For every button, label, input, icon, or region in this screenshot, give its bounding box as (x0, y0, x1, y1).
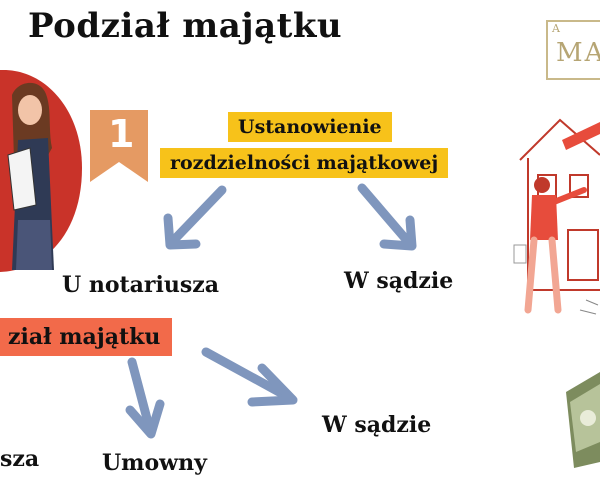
branch-label-umowny: Umowny (102, 450, 207, 476)
step-number: 1 (108, 112, 135, 156)
step1-label-line2: rozdzielności majątkowej (160, 148, 449, 178)
logo-text-top: A (552, 22, 560, 35)
arrow-to-court-top (357, 183, 417, 251)
branch-label-court-bottom: W sądzie (322, 412, 432, 438)
arrow-to-notary (163, 185, 227, 250)
step1-label-line1: Ustanowienie (228, 112, 392, 142)
branch-label-notary: U notariusza (62, 272, 220, 298)
logo-frame (546, 20, 600, 80)
money-illustration (566, 372, 600, 468)
step-ribbon-icon (90, 110, 148, 182)
section2-label: ział majątku (0, 318, 173, 356)
arrow-to-court-bottom (201, 347, 298, 407)
woman-illustration (0, 70, 82, 272)
page-title: Podział majątku (28, 6, 343, 46)
logo-text-main: MA (556, 38, 600, 68)
branch-label-court-top: W sądzie (344, 268, 454, 294)
arrow-to-umowny (125, 357, 165, 439)
house-man-illustration (513, 118, 600, 315)
branch-label-sza: sza (0, 446, 40, 472)
